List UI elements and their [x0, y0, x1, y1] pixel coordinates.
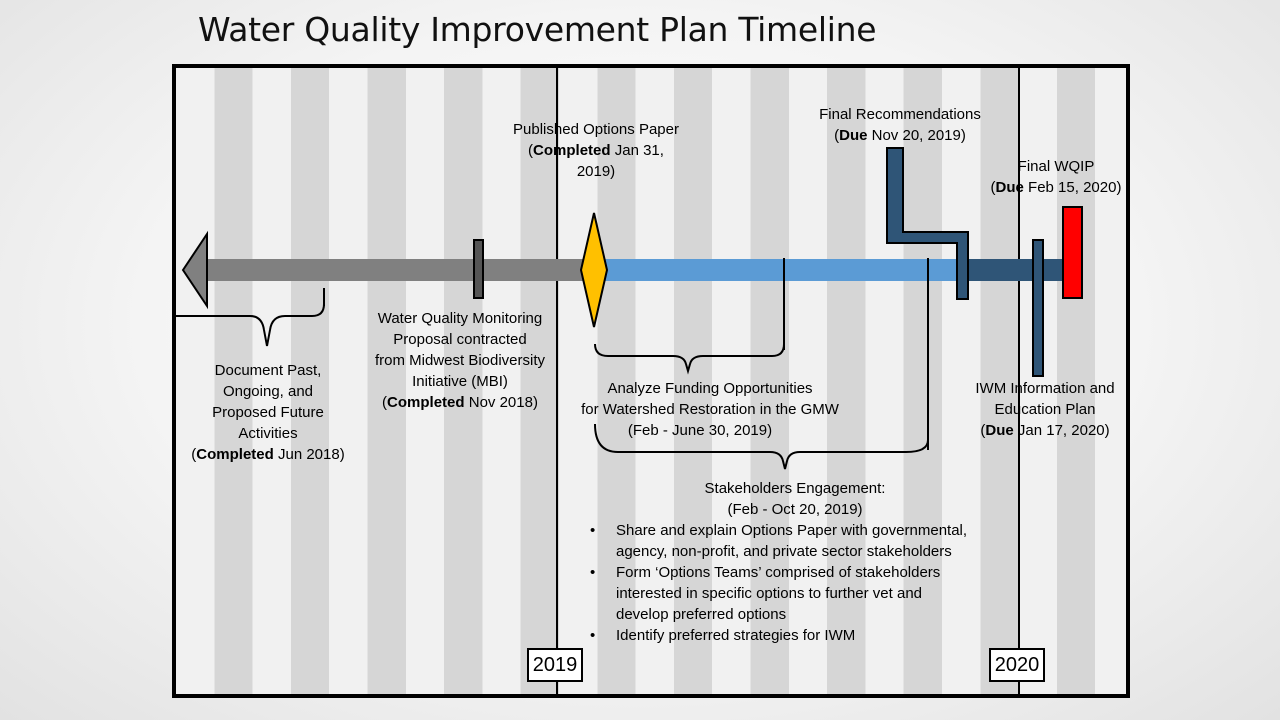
current-timeline-bar: [595, 259, 965, 281]
options-paper-label: Published Options Paper (Completed Jan 3…: [513, 121, 679, 180]
funding-brace: [594, 343, 785, 375]
stakeholders-label: Stakeholders Engagement: (Feb - Oct 20, …: [704, 480, 886, 518]
iwm-plan-marker: [1032, 239, 1044, 377]
stakeholders-bullet: Form ‘Options Teams’ comprised of stakeh…: [590, 562, 967, 625]
wq-monitoring-label: Water Quality Monitoring Proposal contra…: [374, 310, 546, 411]
iwm-plan-label: IWM Information and Education Plan (Due …: [975, 380, 1115, 439]
funding-label: Analyze Funding Opportunities for Waters…: [581, 380, 839, 439]
stakeholders-bullet: Identify preferred strategies for IWM: [590, 625, 967, 646]
stakeholders-bullet-list: Share and explain Options Paper with gov…: [590, 520, 967, 646]
document-past-label: Document Past, Ongoing, and Proposed Fut…: [191, 362, 345, 463]
future-timeline-bar: [963, 259, 1067, 281]
wq-monitoring-marker: [473, 239, 484, 299]
final-wqip-marker: [1062, 206, 1083, 299]
stakeholders-brace: [594, 423, 929, 470]
year-label-2020: 2020: [989, 648, 1045, 682]
past-timeline-bar: [205, 259, 590, 281]
year-divider-2019: [556, 68, 558, 694]
final-wqip-label: Final WQIP (Due Feb 15, 2020): [990, 158, 1122, 196]
options-paper-diamond: [579, 212, 609, 328]
page-title: Water Quality Improvement Plan Timeline: [198, 10, 877, 49]
stakeholders-bullet: Share and explain Options Paper with gov…: [590, 520, 967, 562]
year-divider-2020: [1018, 68, 1020, 694]
year-label-2019: 2019: [527, 648, 583, 682]
final-recommendations-marker: [886, 147, 969, 300]
final-recommendations-label: Final Recommendations (Due Nov 20, 2019): [819, 106, 981, 144]
past-brace: [175, 303, 325, 347]
past-arrowhead: [181, 230, 208, 310]
